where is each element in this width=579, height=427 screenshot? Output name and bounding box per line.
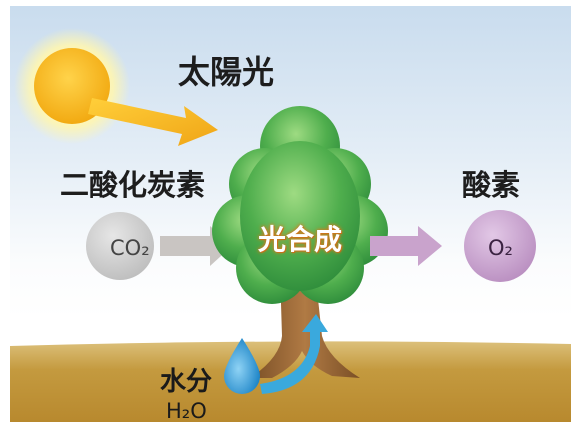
o2-formula-label: O₂ — [488, 236, 513, 260]
diagram-graphic — [10, 28, 571, 422]
photosynthesis-label: 光合成 — [258, 223, 343, 256]
water-drop-icon — [224, 338, 260, 394]
photosynthesis-diagram: 太陽光 二酸化炭素 酸素 光合成 CO₂ O₂ 水分 H₂O — [10, 6, 571, 422]
co2-name-label: 二酸化炭素 — [60, 168, 206, 202]
o2-arrow — [370, 226, 442, 266]
o2-name-label: 酸素 — [462, 168, 521, 202]
sun-icon — [14, 28, 130, 144]
water-formula-label: H₂O — [166, 399, 207, 422]
tree-icon — [212, 106, 388, 378]
co2-circle — [86, 212, 154, 280]
sunlight-label: 太陽光 — [178, 53, 275, 91]
o2-circle — [464, 210, 536, 282]
water-name-label: 水分 — [160, 367, 213, 397]
sunlight-arrow — [88, 98, 218, 146]
water-arrow — [260, 314, 328, 394]
co2-formula-label: CO₂ — [110, 236, 150, 260]
